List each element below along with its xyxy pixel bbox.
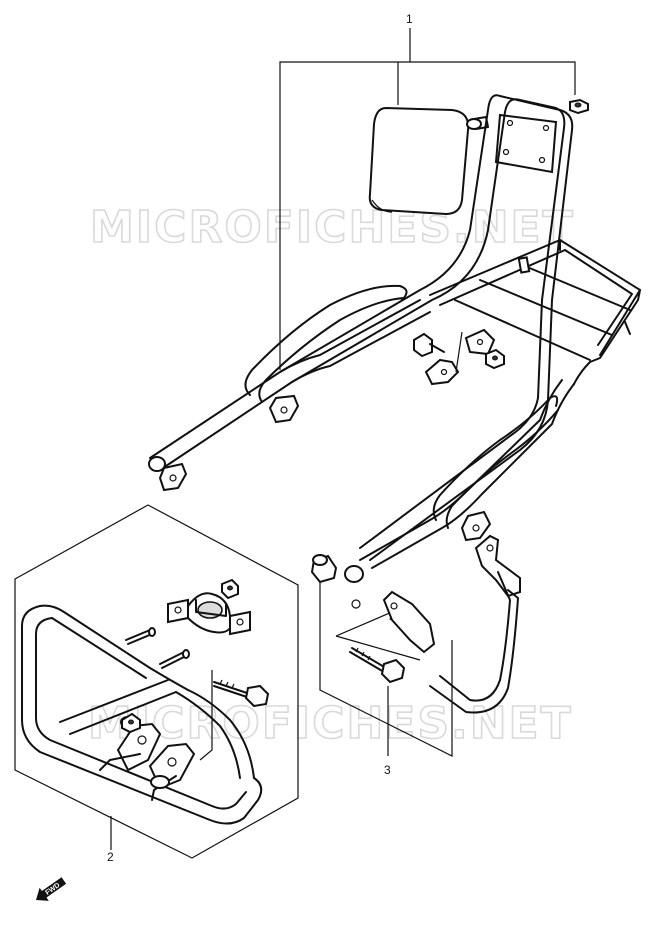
nut-clamp — [221, 578, 239, 600]
nut-guard — [121, 712, 141, 734]
watermark-top: MICROFICHES.NET — [90, 202, 575, 253]
guard-leader-inner — [199, 670, 213, 761]
callout-3-label[interactable]: 3 — [384, 763, 391, 777]
backrest-pad — [368, 106, 470, 216]
spacer-top — [466, 116, 489, 130]
watermark-bottom: MICROFICHES.NET — [88, 698, 573, 749]
callout-1-group[interactable]: 1 — [279, 12, 576, 370]
center-bracket — [424, 328, 496, 386]
clamp-bracket — [167, 592, 251, 636]
rear-carrier-frame — [148, 94, 641, 583]
part-2-box — [14, 504, 299, 859]
callout-2-label[interactable]: 2 — [107, 850, 114, 864]
callout-3-group[interactable]: 3 — [384, 686, 391, 777]
nut-top — [569, 98, 589, 115]
callout-1-bracket — [279, 61, 576, 370]
fwd-arrow-icon: FWD — [36, 877, 67, 901]
nut-center — [485, 348, 505, 370]
bolt-center — [413, 332, 445, 358]
bolt-guard — [213, 679, 270, 708]
callout-2-group[interactable]: 2 — [107, 816, 114, 864]
callout-1-label[interactable]: 1 — [406, 12, 413, 26]
bolt-part-3 — [349, 647, 406, 684]
collar-lower — [310, 554, 338, 584]
fwd-label: FWD — [44, 882, 61, 897]
stud-lower — [159, 649, 190, 669]
stud-upper — [125, 627, 156, 645]
side-bracket — [351, 534, 521, 714]
